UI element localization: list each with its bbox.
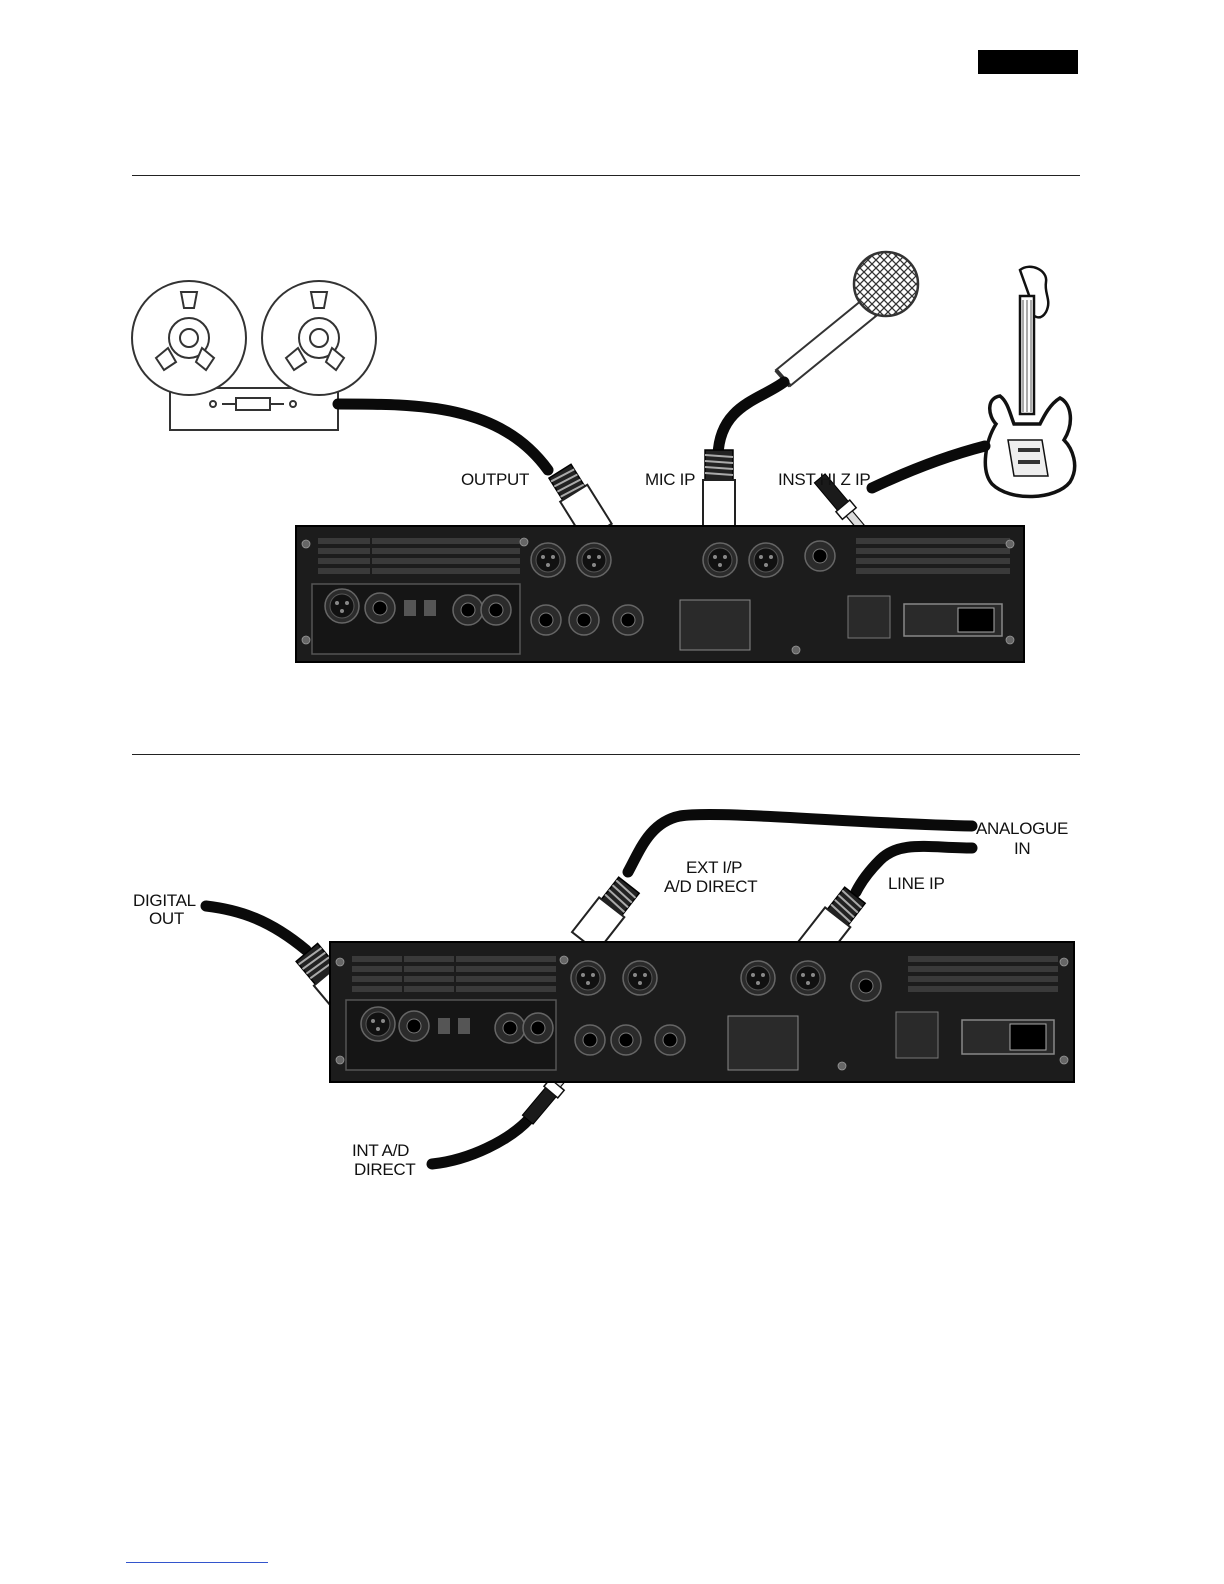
guitar-icon [985, 267, 1074, 497]
label-digital-out-line1: DIGITAL [133, 891, 196, 910]
rear-panel-2 [330, 942, 1074, 1082]
label-int-ad-line1: INT A/D [352, 1141, 409, 1160]
label-analogue-in-line2: IN [1014, 839, 1030, 858]
label-ext-ip-line2: A/D DIRECT [664, 877, 757, 896]
recording-setup-diagram: OUTPUT MIC IP INST HI Z IP [0, 240, 1224, 680]
digital-io-diagram: DIGITAL OUT EXT I/P A/D DIRECT LINE IP A… [0, 800, 1224, 1190]
int-ad-cable [432, 1118, 530, 1164]
section-rule-top [132, 175, 1080, 176]
page-tab-marker [978, 50, 1078, 74]
label-mic-ip: MIC IP [645, 470, 695, 489]
label-analogue-in-line1: ANALOGUE [976, 819, 1068, 838]
ext-ip-xlr-plug [572, 875, 642, 951]
microphone-icon [776, 252, 918, 386]
label-digital-out-line2: OUT [149, 909, 184, 928]
label-line-ip: LINE IP [888, 874, 944, 893]
mic-cable [718, 382, 784, 455]
inst-cable [872, 446, 985, 488]
section-rule-middle [132, 754, 1080, 755]
label-ext-ip-line1: EXT I/P [686, 858, 742, 877]
footer-link-underline[interactable] [126, 1562, 268, 1563]
rear-panel-1 [296, 526, 1024, 662]
digital-out-cable [206, 906, 306, 950]
label-int-ad-line2: DIRECT [354, 1160, 415, 1179]
label-output: OUTPUT [461, 470, 529, 489]
label-inst-hi-z-ip: INST HI Z IP [778, 470, 870, 489]
mic-xlr-plug [703, 450, 735, 530]
output-cable [338, 404, 548, 470]
